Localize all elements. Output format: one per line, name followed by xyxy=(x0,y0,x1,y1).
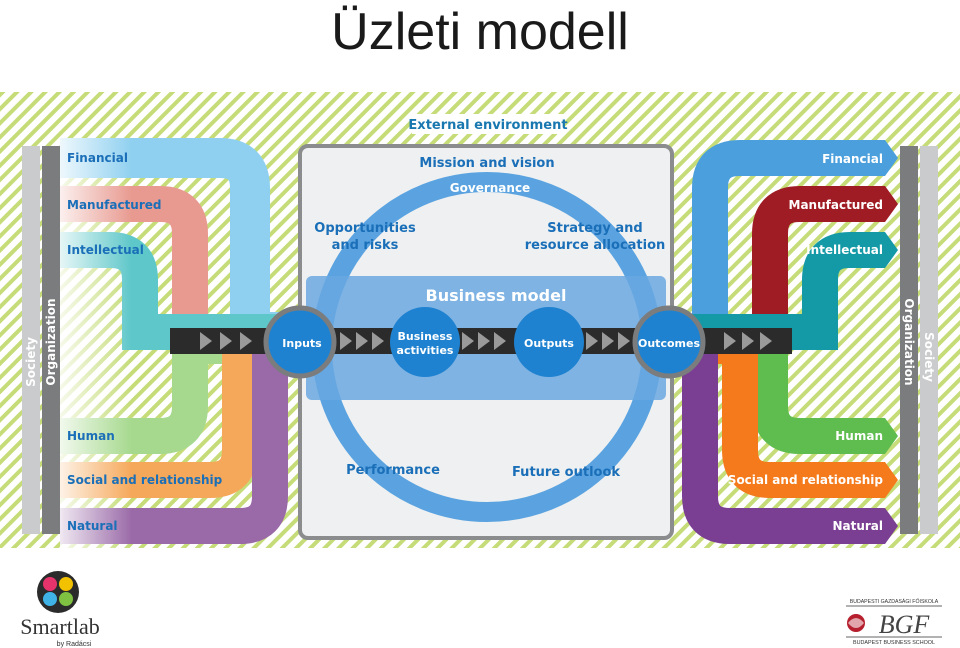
strategy-label-2: resource allocation xyxy=(525,238,666,253)
business-activities-circle xyxy=(390,307,460,377)
output-label-natural: Natural xyxy=(832,519,883,533)
output-band-natural xyxy=(680,328,885,544)
input-label-financial: Financial xyxy=(67,151,128,165)
output-band-manufactured xyxy=(680,186,885,350)
organization-bar-left xyxy=(42,146,60,534)
organization-label-right: Organization xyxy=(902,298,916,385)
slide-title: Üzleti modell xyxy=(331,3,629,61)
outputs-label: Outputs xyxy=(524,337,574,350)
bgf-top-text: BUDAPESTI GAZDASÁGI FŐISKOLA xyxy=(850,598,939,605)
outcomes-circle xyxy=(632,305,706,379)
outlook-label: Future outlook xyxy=(512,465,620,480)
input-label-social: Social and relationship xyxy=(67,473,223,487)
input-band-financial xyxy=(60,138,290,352)
external-environment-label: External environment xyxy=(408,118,567,133)
opportunities-label-2: and risks xyxy=(332,238,399,253)
bgf-logo: BUDAPESTI GAZDASÁGI FŐISKOLA BGF BUDAPES… xyxy=(846,598,942,646)
output-label-intellectual: Intellectual xyxy=(806,243,883,257)
business-model-label: Business model xyxy=(426,286,567,305)
input-label-intellectual: Intellectual xyxy=(67,243,144,257)
performance-label: Performance xyxy=(346,463,440,478)
output-label-financial: Financial xyxy=(822,152,883,166)
input-label-human: Human xyxy=(67,429,115,443)
output-band-social xyxy=(680,328,885,498)
society-label-left: Society xyxy=(24,337,38,387)
organization-bar-right xyxy=(900,146,918,534)
smartlab-logo: Smartlab by Radácsi xyxy=(20,571,100,648)
society-bar-right xyxy=(920,146,938,534)
governance-label: Governance xyxy=(450,181,530,195)
smartlab-sub: by Radácsi xyxy=(57,641,92,648)
output-arrowheads xyxy=(885,140,898,544)
input-label-natural: Natural xyxy=(67,519,118,533)
mission-label: Mission and vision xyxy=(419,156,554,171)
organization-label-left: Organization xyxy=(44,298,58,385)
society-bar-left xyxy=(22,146,40,534)
input-band-natural xyxy=(60,328,290,544)
integrated-reporting-diagram: External environment Society Organizatio… xyxy=(0,92,960,548)
bgf-mark: BGF xyxy=(879,610,931,639)
bgf-bottom-text: BUDAPEST BUSINESS SCHOOL xyxy=(853,640,935,646)
inputs-circle xyxy=(263,305,337,379)
output-band-financial xyxy=(680,140,885,350)
smartlab-name: Smartlab xyxy=(20,614,99,639)
output-band-human xyxy=(680,328,885,454)
input-label-manufactured: Manufactured xyxy=(67,198,161,212)
input-band-social xyxy=(60,328,290,498)
outcomes-label: Outcomes xyxy=(638,337,700,350)
output-band-intellectual xyxy=(680,232,885,350)
society-label-right: Society xyxy=(922,332,936,382)
opportunities-label-1: Opportunities xyxy=(314,221,416,236)
outputs-circle xyxy=(514,307,584,377)
output-label-social: Social and relationship xyxy=(728,473,884,487)
activities-label-2: activities xyxy=(397,344,454,357)
output-label-manufactured: Manufactured xyxy=(789,198,883,212)
strategy-label-1: Strategy and xyxy=(547,221,642,236)
output-label-human: Human xyxy=(835,429,883,443)
activities-label-1: Business xyxy=(398,330,453,343)
inputs-label: Inputs xyxy=(282,337,322,350)
flow-chevrons xyxy=(200,332,772,350)
output-capitals xyxy=(680,140,885,544)
